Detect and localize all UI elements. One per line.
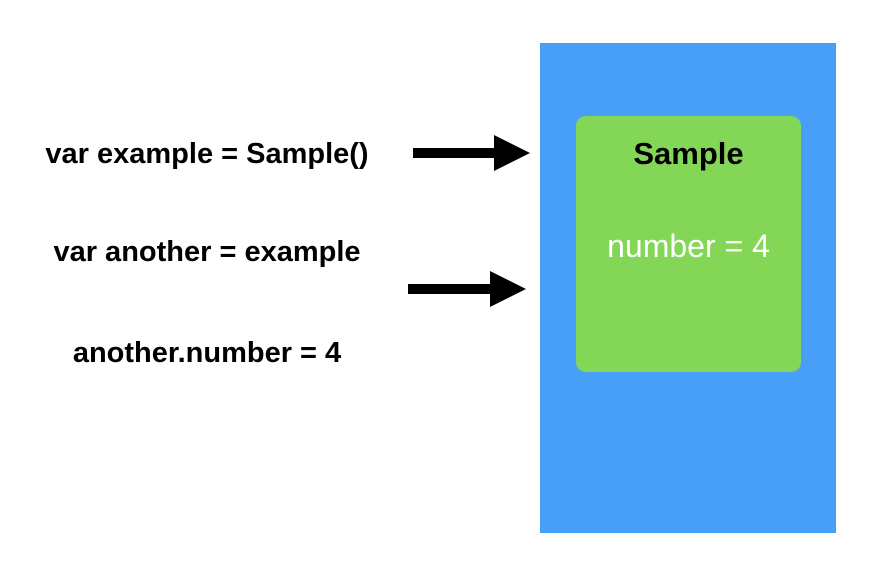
arrow-example-reference bbox=[413, 135, 530, 171]
arrow-another-reference bbox=[408, 271, 526, 307]
code-line-set-number: another.number = 4 bbox=[72, 337, 342, 369]
code-line-declare-example: var example = Sample() bbox=[45, 138, 369, 170]
code-line-assign-another: var another = example bbox=[53, 236, 361, 268]
sample-object: Sample number = 4 bbox=[576, 116, 801, 372]
object-title: Sample bbox=[633, 136, 744, 171]
object-property: number = 4 bbox=[607, 228, 770, 264]
